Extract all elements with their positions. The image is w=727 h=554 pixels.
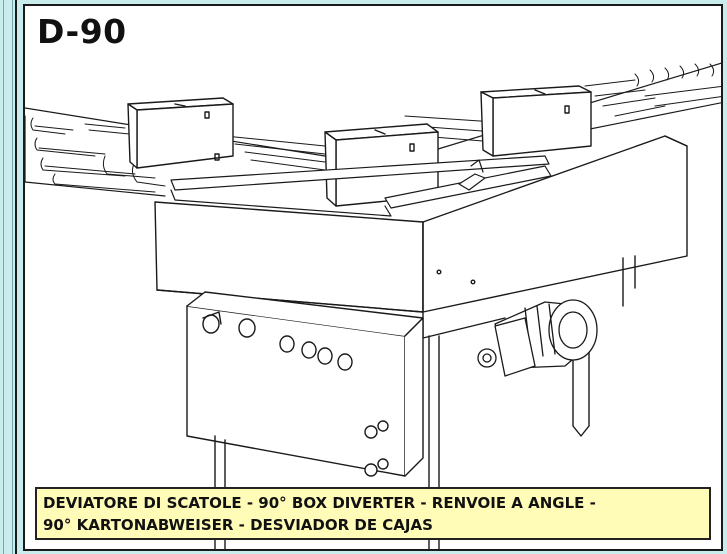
- caption-line-1: DEVIATORE DI SCATOLE - 90° BOX DIVERTER …: [43, 494, 596, 512]
- right-rollers: [404, 63, 721, 143]
- box-right: [480, 85, 592, 157]
- main-housing: [154, 135, 688, 339]
- product-sheet-panel: D-90 DEVIATORE DI SCATOLE - 90° BOX DIVE…: [23, 4, 723, 551]
- left-border-strip: [0, 0, 17, 554]
- left-border-inner: [3, 0, 13, 554]
- control-knobs: [202, 311, 353, 371]
- drive-motor: [477, 299, 598, 377]
- caption-box: DEVIATORE DI SCATOLE - 90° BOX DIVERTER …: [35, 487, 711, 540]
- control-box: [186, 291, 424, 477]
- box-diverter-illustration: [25, 62, 721, 549]
- model-title: D-90: [37, 12, 127, 51]
- box-left: [127, 97, 234, 169]
- pneumatic-fittings: [364, 420, 389, 477]
- caption-line-2: 90° KARTONABWEISER - DESVIADOR DE CAJAS: [43, 516, 433, 534]
